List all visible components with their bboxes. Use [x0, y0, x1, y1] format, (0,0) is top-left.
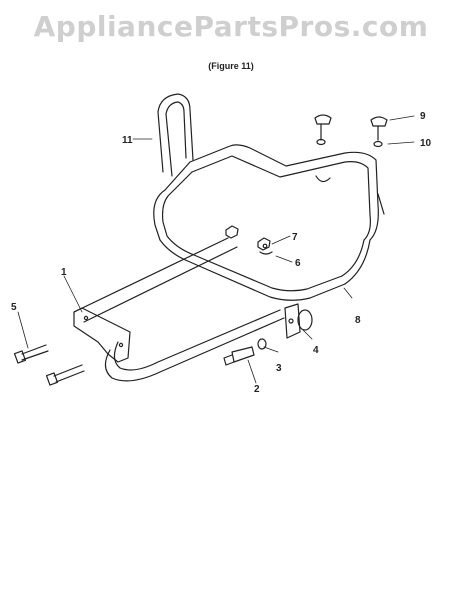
lower-arm [104, 309, 285, 382]
callout-1: 1 [61, 267, 67, 278]
handle-upright-loop [157, 93, 194, 177]
callout-5: 5 [11, 302, 17, 313]
callout-4: 4 [313, 345, 319, 356]
callout-8: 8 [355, 315, 361, 326]
callout-6: 6 [295, 258, 301, 269]
callout-9: 9 [420, 111, 426, 122]
watermark: AppliancePartsPros.com [33, 10, 429, 43]
leader-lines [17, 115, 415, 384]
callout-11: 11 [122, 135, 133, 146]
top-carriage-bolts [314, 114, 388, 215]
cross-rail [73, 237, 238, 323]
callout-2: 2 [254, 384, 260, 395]
figure-caption: (Figure 11) [208, 61, 254, 71]
bolt-2-washer-3 [223, 338, 267, 366]
tubular-frame [153, 144, 379, 301]
bracket-plate [73, 307, 131, 363]
long-bolts [13, 344, 85, 386]
frame-nuts [225, 225, 273, 255]
callout-10: 10 [420, 138, 432, 149]
callout-3: 3 [276, 363, 282, 374]
bumper-bracket [284, 303, 313, 339]
callout-7: 7 [292, 232, 298, 243]
